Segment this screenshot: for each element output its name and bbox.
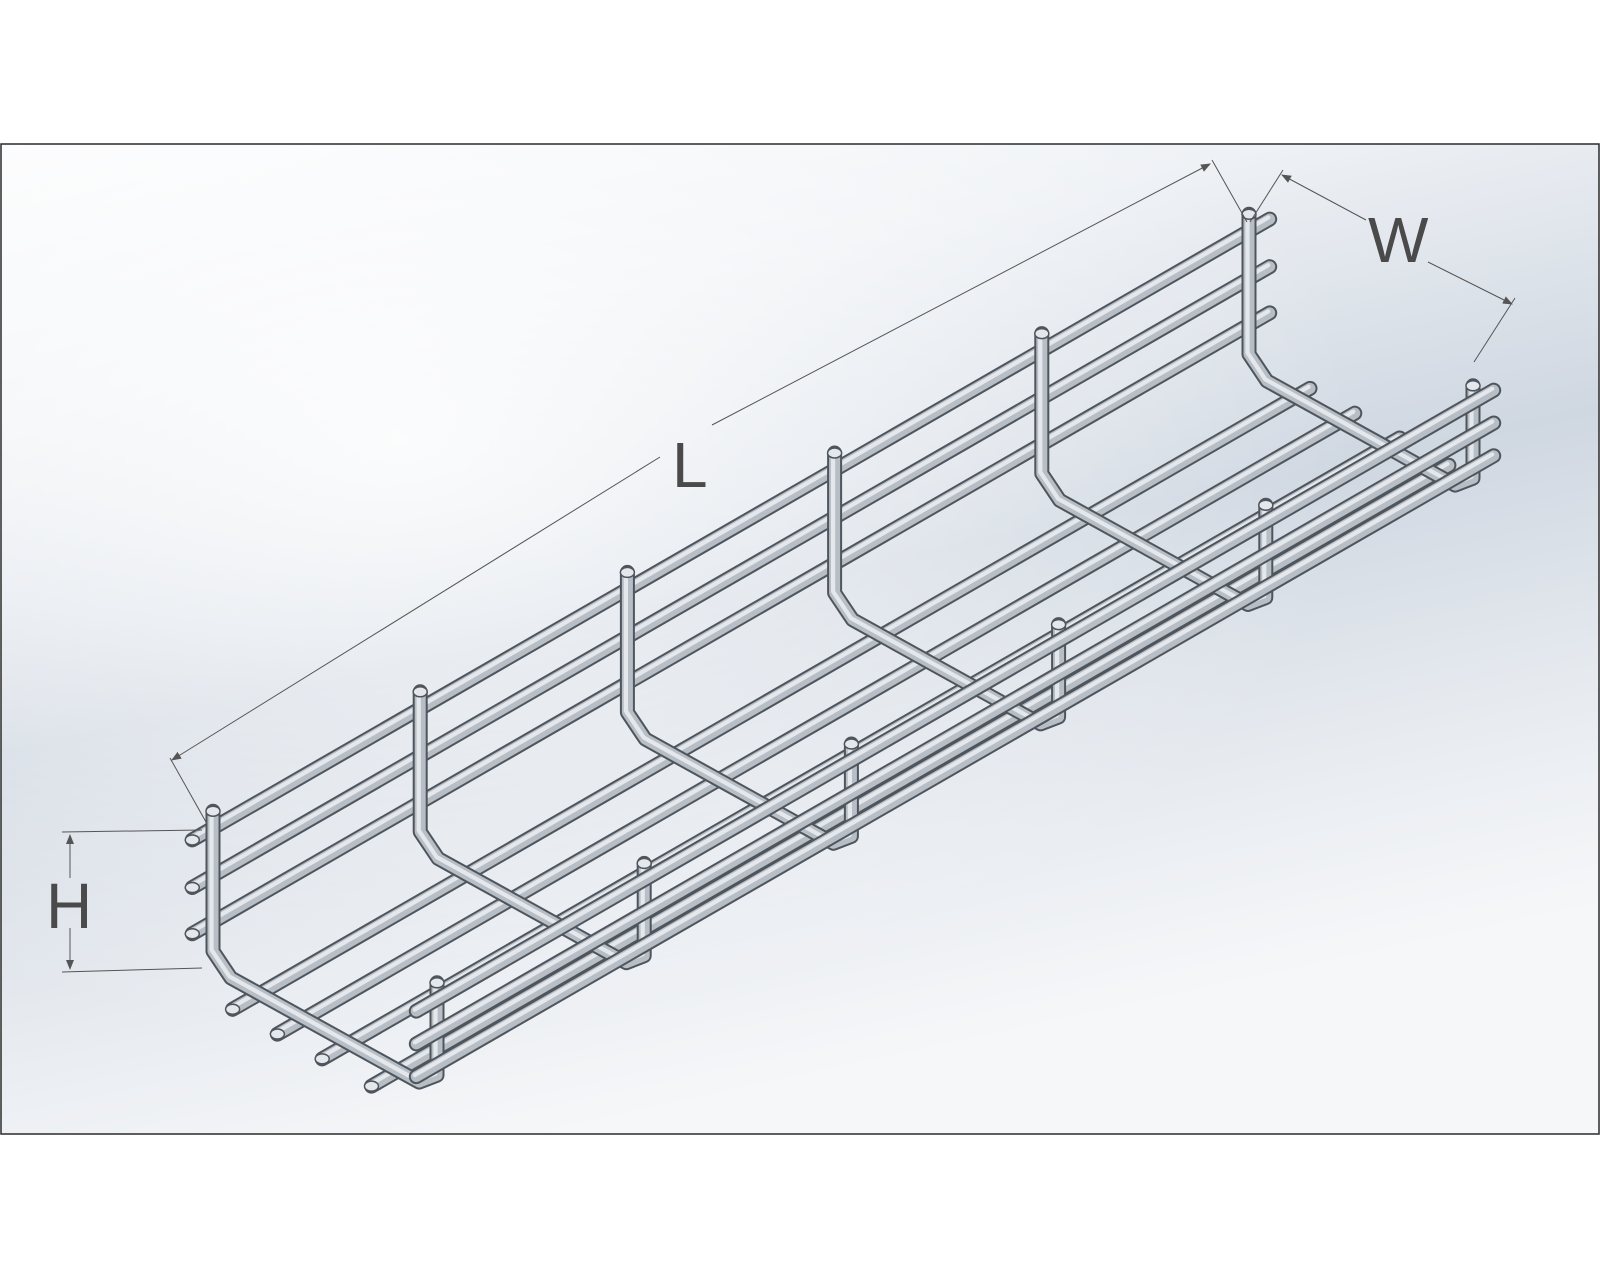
length-dimension: L [169,159,1248,823]
wire-end-cap [184,834,201,846]
tray-front-wires [184,380,1502,1092]
bottom-wire-shade-2 [229,384,1311,1010]
front-wall-wire-shade-2 [412,386,1495,1012]
length-label: L [672,429,708,501]
height-extension-line-bottom [61,967,203,973]
wire-end-cap [269,1028,286,1040]
width-dimension-line-a [1281,174,1367,221]
wire-end-cap [184,881,201,894]
post-end-cap [1241,208,1257,220]
back-wall-wire-shade-2 [188,215,1271,841]
post-end-cap [1050,618,1067,631]
front-wall-wire-shade-2 [412,452,1495,1078]
bottom-wire-shade-2 [273,409,1356,1035]
bottom-wire-shade-2 [318,434,1401,1060]
back-wall-wire-shade-2 [188,309,1271,935]
post-end-cap [843,738,860,750]
wire-end-cap [184,927,201,940]
width-label: W [1368,204,1429,276]
height-extension-line-top [61,829,203,833]
wire-end-cap [224,1003,241,1016]
back-wall-wire-shade-2 [188,263,1271,889]
width-extension-line-left [1249,169,1284,223]
width-extension-line-right [1473,297,1516,363]
width-dimension-line-b [1427,261,1513,305]
front-wall-wire-shade-2 [412,419,1495,1045]
length-dimension-line-a [171,456,661,761]
post-end-cap [1465,380,1481,392]
length-dimension-line-b [711,163,1211,426]
post-end-cap [205,805,221,817]
post-end-cap [636,857,652,870]
post-end-cap [619,566,636,579]
width-dimension: W [1249,169,1516,363]
post-end-cap [429,977,445,989]
wire-end-cap [363,1080,380,1092]
length-extension-line-left [169,757,207,823]
tray-back-wires [184,211,1278,942]
post-end-cap [412,686,428,698]
post-end-cap [1034,327,1050,340]
post-end-cap [826,447,843,459]
height-label: H [46,870,92,942]
length-extension-line-right [1211,159,1248,223]
viewport-frame [0,143,1600,1135]
viewport-glow [1,144,1599,1134]
post-end-cap [1258,499,1274,511]
height-dimension: H [46,829,203,973]
wire-end-cap [314,1053,330,1065]
